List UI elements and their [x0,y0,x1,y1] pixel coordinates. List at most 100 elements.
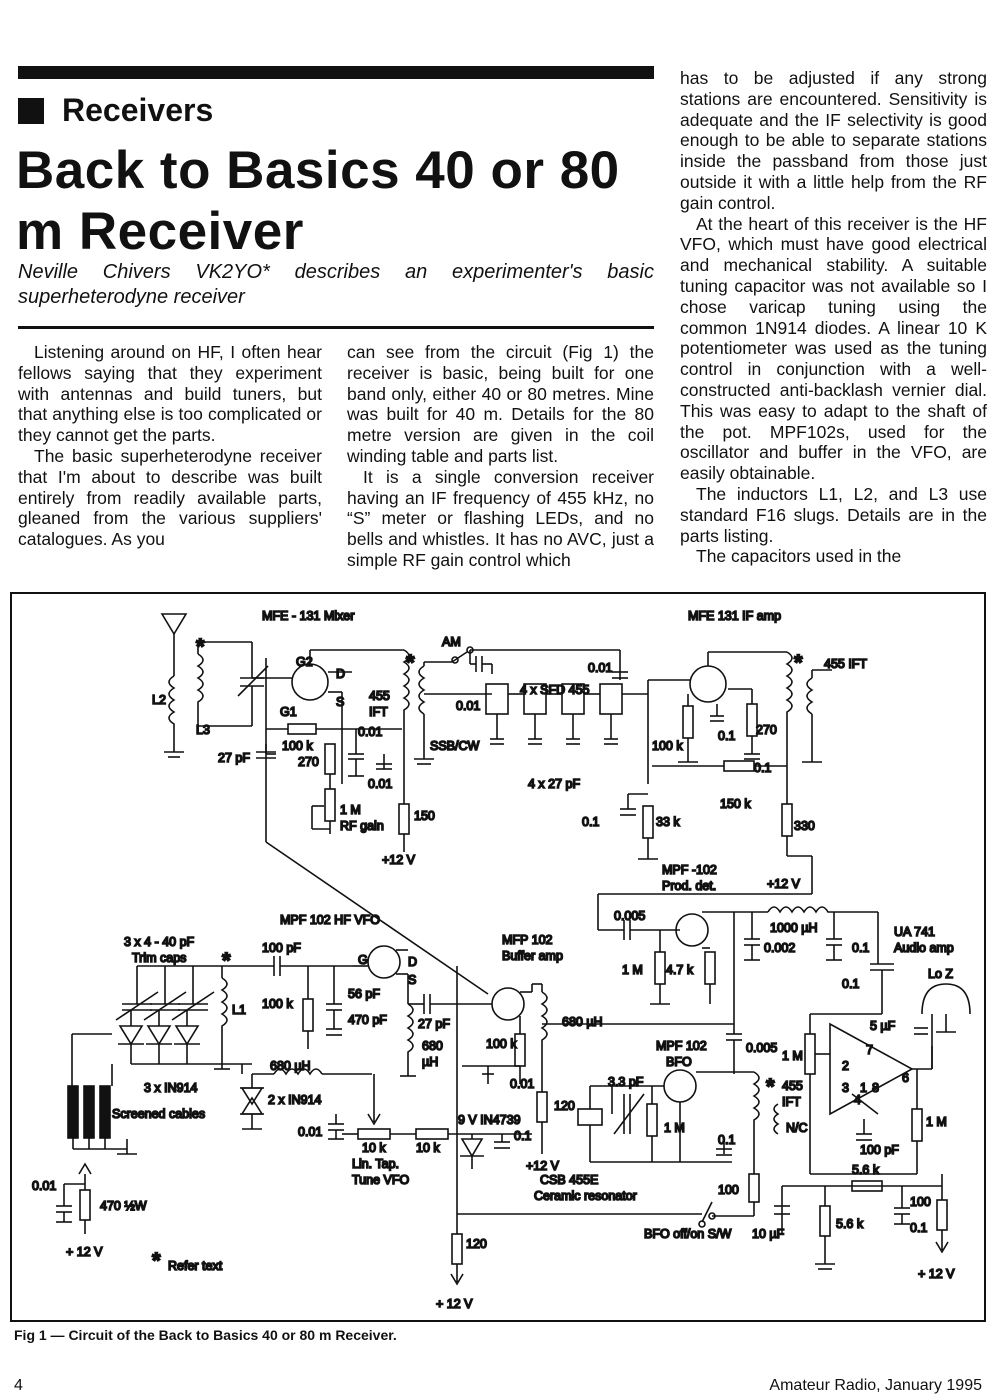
label-cap: 100 pF [860,1143,899,1157]
label-bfo-switch: BFO off/on S/W [644,1227,732,1241]
label-lin-tap: Lin. Tap. [352,1157,399,1171]
mixer-fet [291,663,329,701]
label-screened: Screened cables [112,1107,205,1121]
bfo-fet [663,1069,697,1103]
label-cap: 470 pF [348,1013,387,1027]
label-resistor: 10 k [416,1141,440,1155]
star-mixer-ift: * [406,650,415,675]
coil-680uh-buffer [540,991,548,1054]
star-l1: * [222,948,231,973]
resistor-100k [287,723,317,735]
label-ift-455: 455 [782,1079,803,1093]
label-inductor: 680 µH [562,1015,603,1029]
coil-680uh-vfo [406,1003,414,1064]
resistor-270 [324,743,336,775]
label-cap: 0.1 [514,1129,531,1143]
label-trim-caps: Trim caps [132,951,186,965]
label-ceramic: Ceramic resonator [534,1189,637,1203]
label-cap: 0.01 [456,699,480,713]
star-if-ift: * [794,650,803,675]
label-cap: 5 µF [870,1019,896,1033]
circuit-figure-frame: MFE - 131 Mixer MFE 131 IF amp 455 IFT A… [10,592,986,1322]
if-amp-fet [689,665,727,703]
label-pot: 10 k [362,1141,386,1155]
publication-footer: Amateur Radio, January 1995 [769,1377,982,1394]
coil-ift-if [785,651,793,744]
label-g: G [358,953,368,967]
paragraph: can see from the circuit (Fig 1) the rec… [347,342,654,466]
label-cap: 0.1 [718,1133,735,1147]
coil-ift-mixer [402,649,410,744]
inductor-1000uh [767,906,878,914]
label-455-ift: 455 IFT [824,657,867,671]
resistor-1m-bfo [646,1103,658,1137]
label-s: S [336,695,344,709]
pot-1m-rf-gain [324,788,336,822]
label-cap: 0.005 [746,1041,777,1055]
page-number: 4 [14,1377,23,1394]
article-title: Back to Basics 40 or 80 m Receiver [16,141,620,261]
label-cap: 27 pF [218,751,250,765]
paragraph: Listening around on HF, I often hear fel… [18,342,322,446]
label-nc: N/C [786,1121,808,1135]
paragraph: The capacitors used in the [696,546,902,567]
label-mpf102-bfo: MPF 102 [656,1039,707,1053]
label-inductor: 1000 µH [770,921,818,935]
label-l2: L2 [152,693,166,707]
label-cap: 56 pF [348,987,380,1001]
section-label: Receivers [62,92,214,128]
label-cap: 0.01 [588,661,612,675]
label-cap: 27 pF [418,1017,450,1031]
label-trim: 3 x 4 - 40 pF [124,935,195,949]
coil-bfo-ift [752,1071,760,1154]
label-pot: 1 M [782,1049,803,1063]
article-deck: Neville Chivers VK2YO* describes an expe… [18,261,654,308]
label-buffer: Buffer amp [502,949,563,963]
label-resistor: 270 [298,755,319,769]
buffer-fet [491,987,525,1021]
refer-star-icon: * [152,1248,161,1273]
resistor-100-bfo [748,1173,760,1203]
label-am: AM [442,635,461,649]
label-g1: G1 [280,705,297,719]
label-bfo: BFO [666,1055,692,1069]
label-inductor: 680 µH [270,1059,311,1073]
label-supply: +12 V [526,1159,560,1173]
label-supply: + 12 V [66,1245,103,1259]
top-rule [18,66,654,79]
label-d: D [336,667,345,681]
label-resistor: 100 [718,1183,739,1197]
label-cap: 0.1 [582,815,599,829]
resistor-5k6-b [851,1180,883,1192]
label-resistor: 270 [756,723,777,737]
vfo-fet [367,945,401,979]
label-g2: G2 [296,655,313,669]
label-ua741: UA 741 [894,925,935,939]
screened-cables [67,1085,137,1155]
label-resistor: 150 k [720,797,751,811]
label-cap: 0.01 [358,725,382,739]
label-cap: 0.01 [298,1125,322,1139]
label-if-amp: MFE 131 IF amp [688,609,781,623]
capacitor-27pf [256,751,276,759]
label-cap: 4 x 27 pF [528,777,580,791]
label-ssb-cw: SSB/CW [430,739,480,753]
label-cap: 0.01 [368,777,392,791]
label-diodes: 3 x IN914 [144,1081,198,1095]
ceramic-filter-chain [485,683,648,745]
label-cap: 0.1 [852,941,869,955]
label-resistor: 100 k [282,739,313,753]
coil-l2 [168,675,176,742]
label-ift: IFT [369,705,388,719]
speaker-lo-z [921,983,971,1015]
label-supply: +12 V [767,877,801,891]
label-resistor: 5.6 k [852,1163,880,1177]
antenna-symbol [160,613,188,676]
resistor-1m-det [654,951,666,985]
label-rf-gain: RF gain [340,819,384,833]
ceramic-resonator [577,1108,603,1126]
label-d: D [408,955,417,969]
label-lo-z: Lo Z [928,967,953,981]
paragraph: The basic superheterodyne receiver that … [18,445,322,550]
label-supply: + 12 V [436,1297,473,1311]
